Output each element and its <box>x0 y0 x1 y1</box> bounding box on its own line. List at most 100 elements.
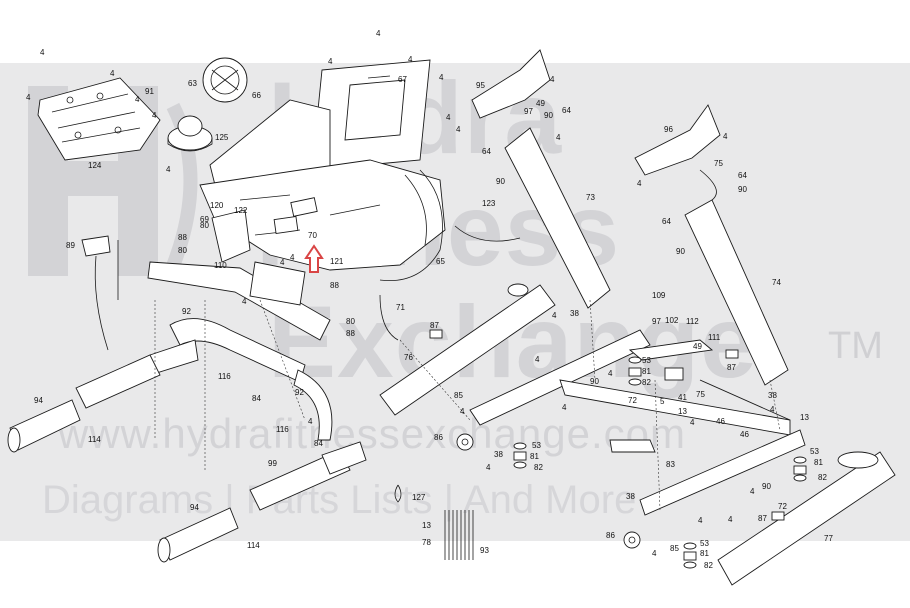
callout-label: 75 <box>714 159 723 168</box>
callout-label: 81 <box>814 458 823 467</box>
callout-label: 87 <box>430 321 439 330</box>
hardware-stack-mid <box>628 356 642 386</box>
part-83-base-frame <box>469 329 806 516</box>
callout-label: 4 <box>562 403 567 412</box>
callout-label: 77 <box>824 534 833 543</box>
callout-label: 90 <box>544 111 553 120</box>
callout-label: 70 <box>308 231 317 240</box>
callout-label: 74 <box>772 278 781 287</box>
callout-label: 4 <box>750 487 755 496</box>
callout-label: 86 <box>434 433 443 442</box>
callout-label: 13 <box>800 413 809 422</box>
callout-label: 4 <box>535 355 540 364</box>
callout-label: 64 <box>482 147 491 156</box>
callout-label: 88 <box>346 329 355 338</box>
callout-label: 73 <box>586 193 595 202</box>
callout-label: 4 <box>770 405 775 414</box>
callout-label: 124 <box>88 161 102 170</box>
callout-label: 94 <box>190 503 199 512</box>
callout-label: 4 <box>166 165 171 174</box>
callout-label: 89 <box>66 241 75 250</box>
hardware-stack-bottom <box>683 542 697 569</box>
callout-label: 4 <box>40 48 45 57</box>
part-63-fan <box>202 57 248 103</box>
part-89-cable <box>81 235 119 351</box>
callout-label: 4 <box>550 75 555 84</box>
callout-label: 80 <box>178 246 187 255</box>
part-74-left-upright <box>684 169 789 386</box>
callout-label: 4 <box>608 369 613 378</box>
callout-label: 116 <box>276 425 289 434</box>
callout-label: 82 <box>818 473 827 482</box>
callout-label: 4 <box>135 95 140 104</box>
callout-label: 80 <box>346 317 355 326</box>
callout-label: 13 <box>422 521 431 530</box>
callout-label: 114 <box>88 435 101 444</box>
part-65-console-frame <box>379 169 443 282</box>
callout-label: 46 <box>716 417 725 426</box>
callout-label: 67 <box>398 75 407 84</box>
callout-label: 102 <box>665 316 679 325</box>
part-94-left-endcap <box>7 399 81 453</box>
callout-label: 116 <box>218 372 231 381</box>
part-66-console-base <box>199 99 446 271</box>
callout-label: 109 <box>652 291 666 300</box>
callout-label: 49 <box>536 99 545 108</box>
callout-label: 78 <box>422 538 431 547</box>
callout-label: 95 <box>476 81 485 90</box>
callout-label: 86 <box>606 531 615 540</box>
callout-labels: 4 4 4 4 4 91 63 125 124 4 66 120 4 4 4 6… <box>26 29 833 570</box>
part-99-crossbar <box>249 441 367 511</box>
callout-label: 4 <box>460 407 465 416</box>
callout-label: 53 <box>700 539 709 548</box>
callout-label: 64 <box>562 106 571 115</box>
callout-label: 75 <box>696 390 705 399</box>
part-71-wire <box>379 294 399 341</box>
callout-label: 4 <box>690 418 695 427</box>
part-122-bracket <box>211 209 251 263</box>
callout-label: 97 <box>524 107 533 116</box>
callout-label: 4 <box>723 132 728 141</box>
callout-label: 38 <box>494 450 503 459</box>
callout-label: 112 <box>686 317 699 326</box>
hardware-stack-right <box>793 456 807 482</box>
callout-label: 4 <box>408 55 413 64</box>
callout-label: 80 <box>200 221 209 230</box>
callout-label: 38 <box>570 309 579 318</box>
callout-label: 4 <box>376 29 381 38</box>
callout-label: 111 <box>708 333 721 342</box>
part-87-bracket <box>429 329 443 339</box>
part-87-bracket-3 <box>771 511 785 521</box>
callout-label: 82 <box>534 463 543 472</box>
callout-label: 64 <box>662 217 671 226</box>
highlight-arrow <box>304 244 324 273</box>
callout-label: 81 <box>642 367 651 376</box>
part-110-console-crossbar <box>147 261 331 341</box>
callout-label: 123 <box>482 199 496 208</box>
callout-label: 69 <box>200 215 209 224</box>
part-93-cable-ties <box>444 510 474 560</box>
callout-label: 4 <box>308 417 313 426</box>
callout-label: 82 <box>704 561 713 570</box>
callout-label: 99 <box>268 459 277 468</box>
part-86-wheel-left <box>456 433 474 451</box>
callout-label: 4 <box>328 57 333 66</box>
callout-label: 4 <box>552 311 557 320</box>
watermark-trademark: TM <box>828 325 883 367</box>
part-123-cable <box>454 225 521 242</box>
callout-label: 81 <box>700 549 709 558</box>
part-95-handlebar-cap <box>471 49 551 119</box>
callout-label: 127 <box>412 493 426 502</box>
callout-label: 85 <box>670 544 679 553</box>
part-92-left-upright <box>75 318 333 441</box>
callout-label: 4 <box>698 516 703 525</box>
callout-label: 110 <box>214 261 227 270</box>
callout-label: 87 <box>727 363 736 372</box>
part-73-right-upright <box>504 127 611 309</box>
callout-label: 53 <box>642 356 651 365</box>
hardware-stack-left <box>513 442 527 469</box>
part-125-speaker <box>167 115 213 152</box>
part-77-right-rail <box>717 451 896 586</box>
callout-label: 53 <box>810 447 819 456</box>
